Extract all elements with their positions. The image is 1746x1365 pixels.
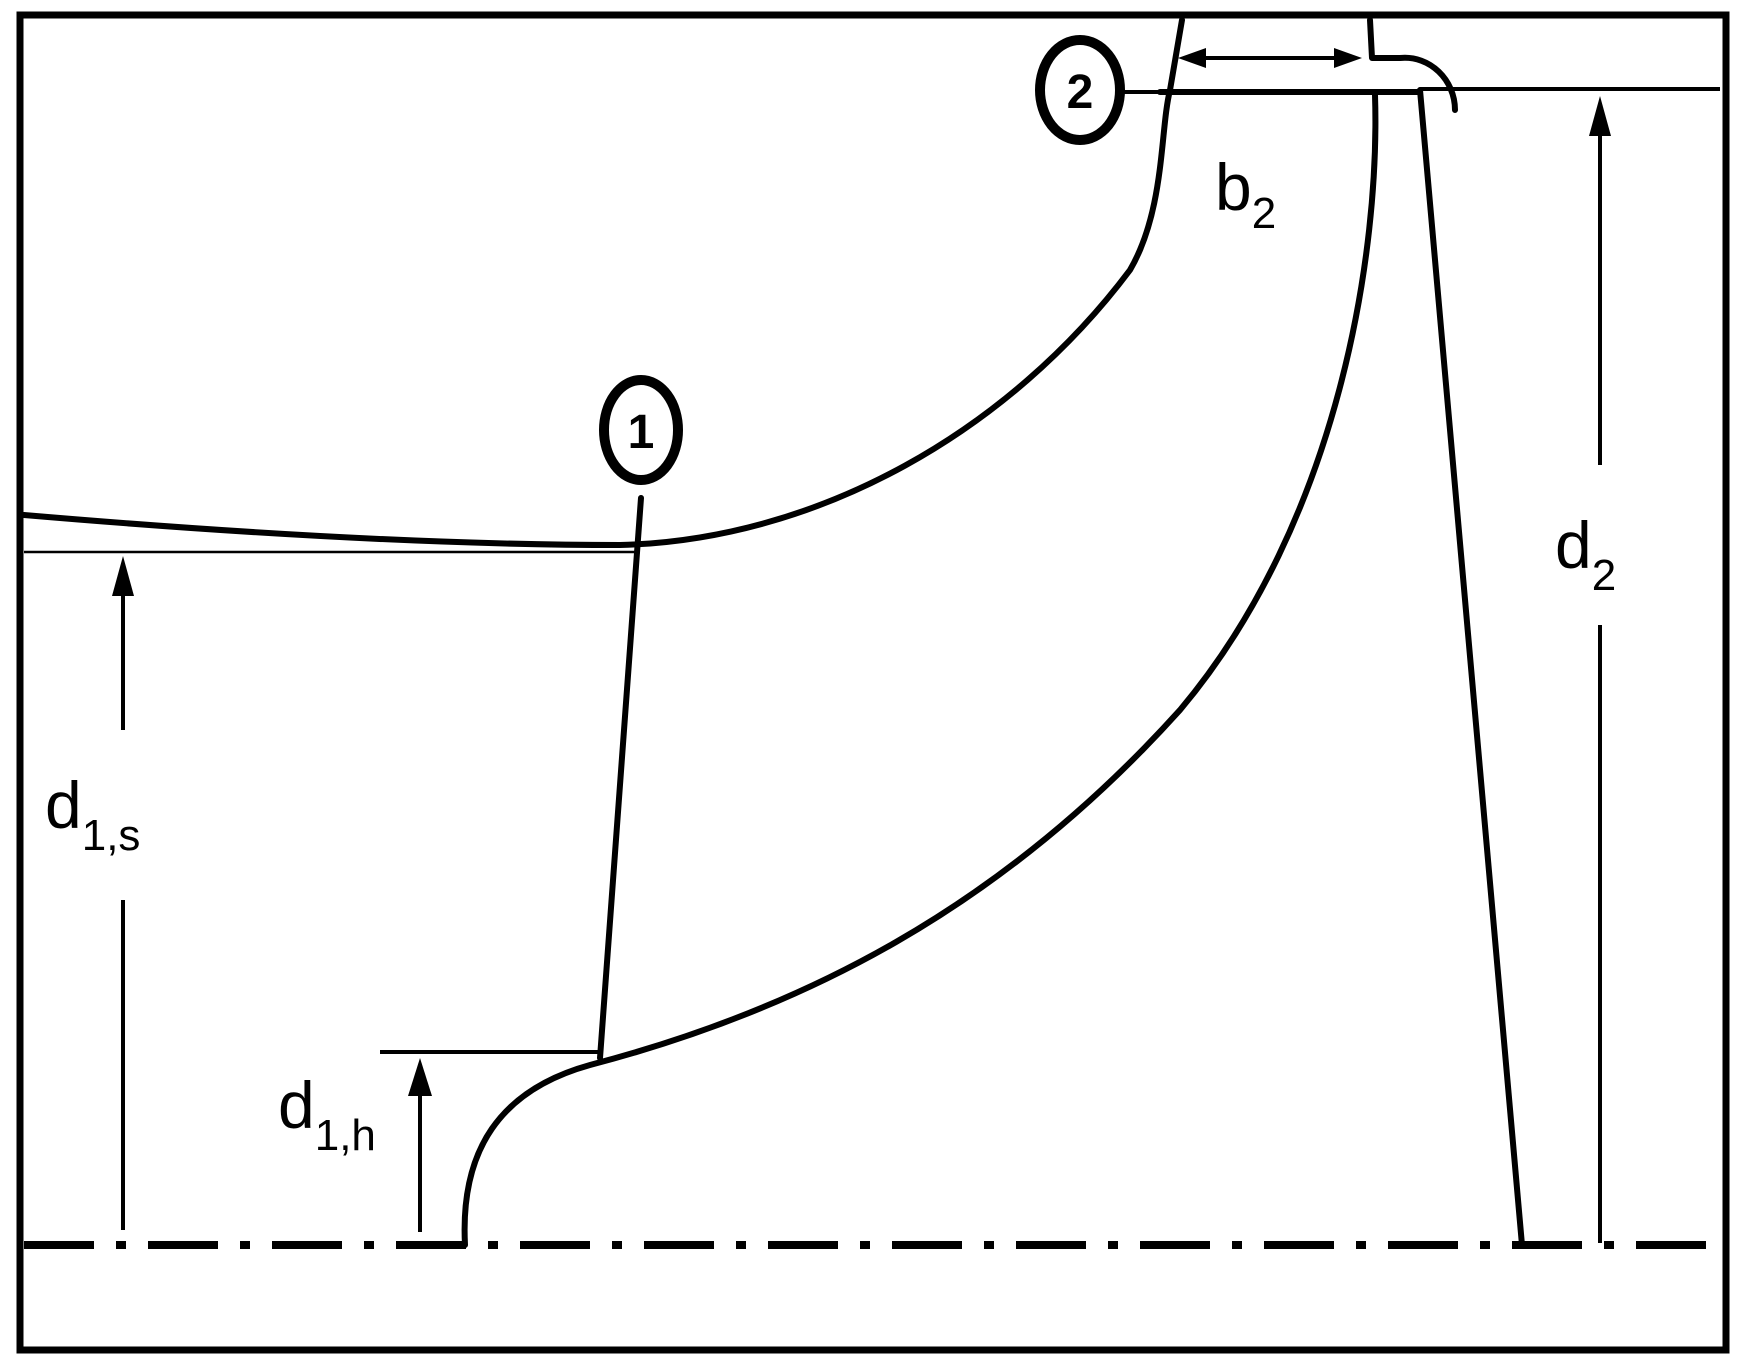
station-2-circle [1035, 35, 1125, 145]
d1h-arrowhead [408, 1058, 432, 1096]
d2-label: d2 [1555, 508, 1616, 600]
d1s-arrowhead [112, 556, 134, 596]
casing-hook [1367, 17, 1458, 113]
b2-arrowhead-right [1334, 48, 1362, 68]
leading-edge-line [597, 495, 644, 1061]
impeller-back-face [1417, 87, 1525, 1248]
station-1-circle [599, 375, 683, 485]
hub-contour [461, 92, 1379, 1248]
b2-label: b2 [1215, 150, 1276, 238]
shroud-contour [21, 17, 1185, 548]
d2-arrowhead [1589, 96, 1611, 136]
station-2-label: 2 [1067, 66, 1094, 119]
b2-arrowhead-left [1178, 48, 1206, 68]
station-1-label: 1 [628, 406, 655, 459]
diagram-frame [16, 11, 1730, 1354]
station-2-marker: 2 [1035, 35, 1125, 145]
station-1-marker: 1 [599, 375, 683, 485]
d1s-label: d1,s [45, 768, 140, 860]
d1h-label: d1,h [278, 1068, 376, 1160]
